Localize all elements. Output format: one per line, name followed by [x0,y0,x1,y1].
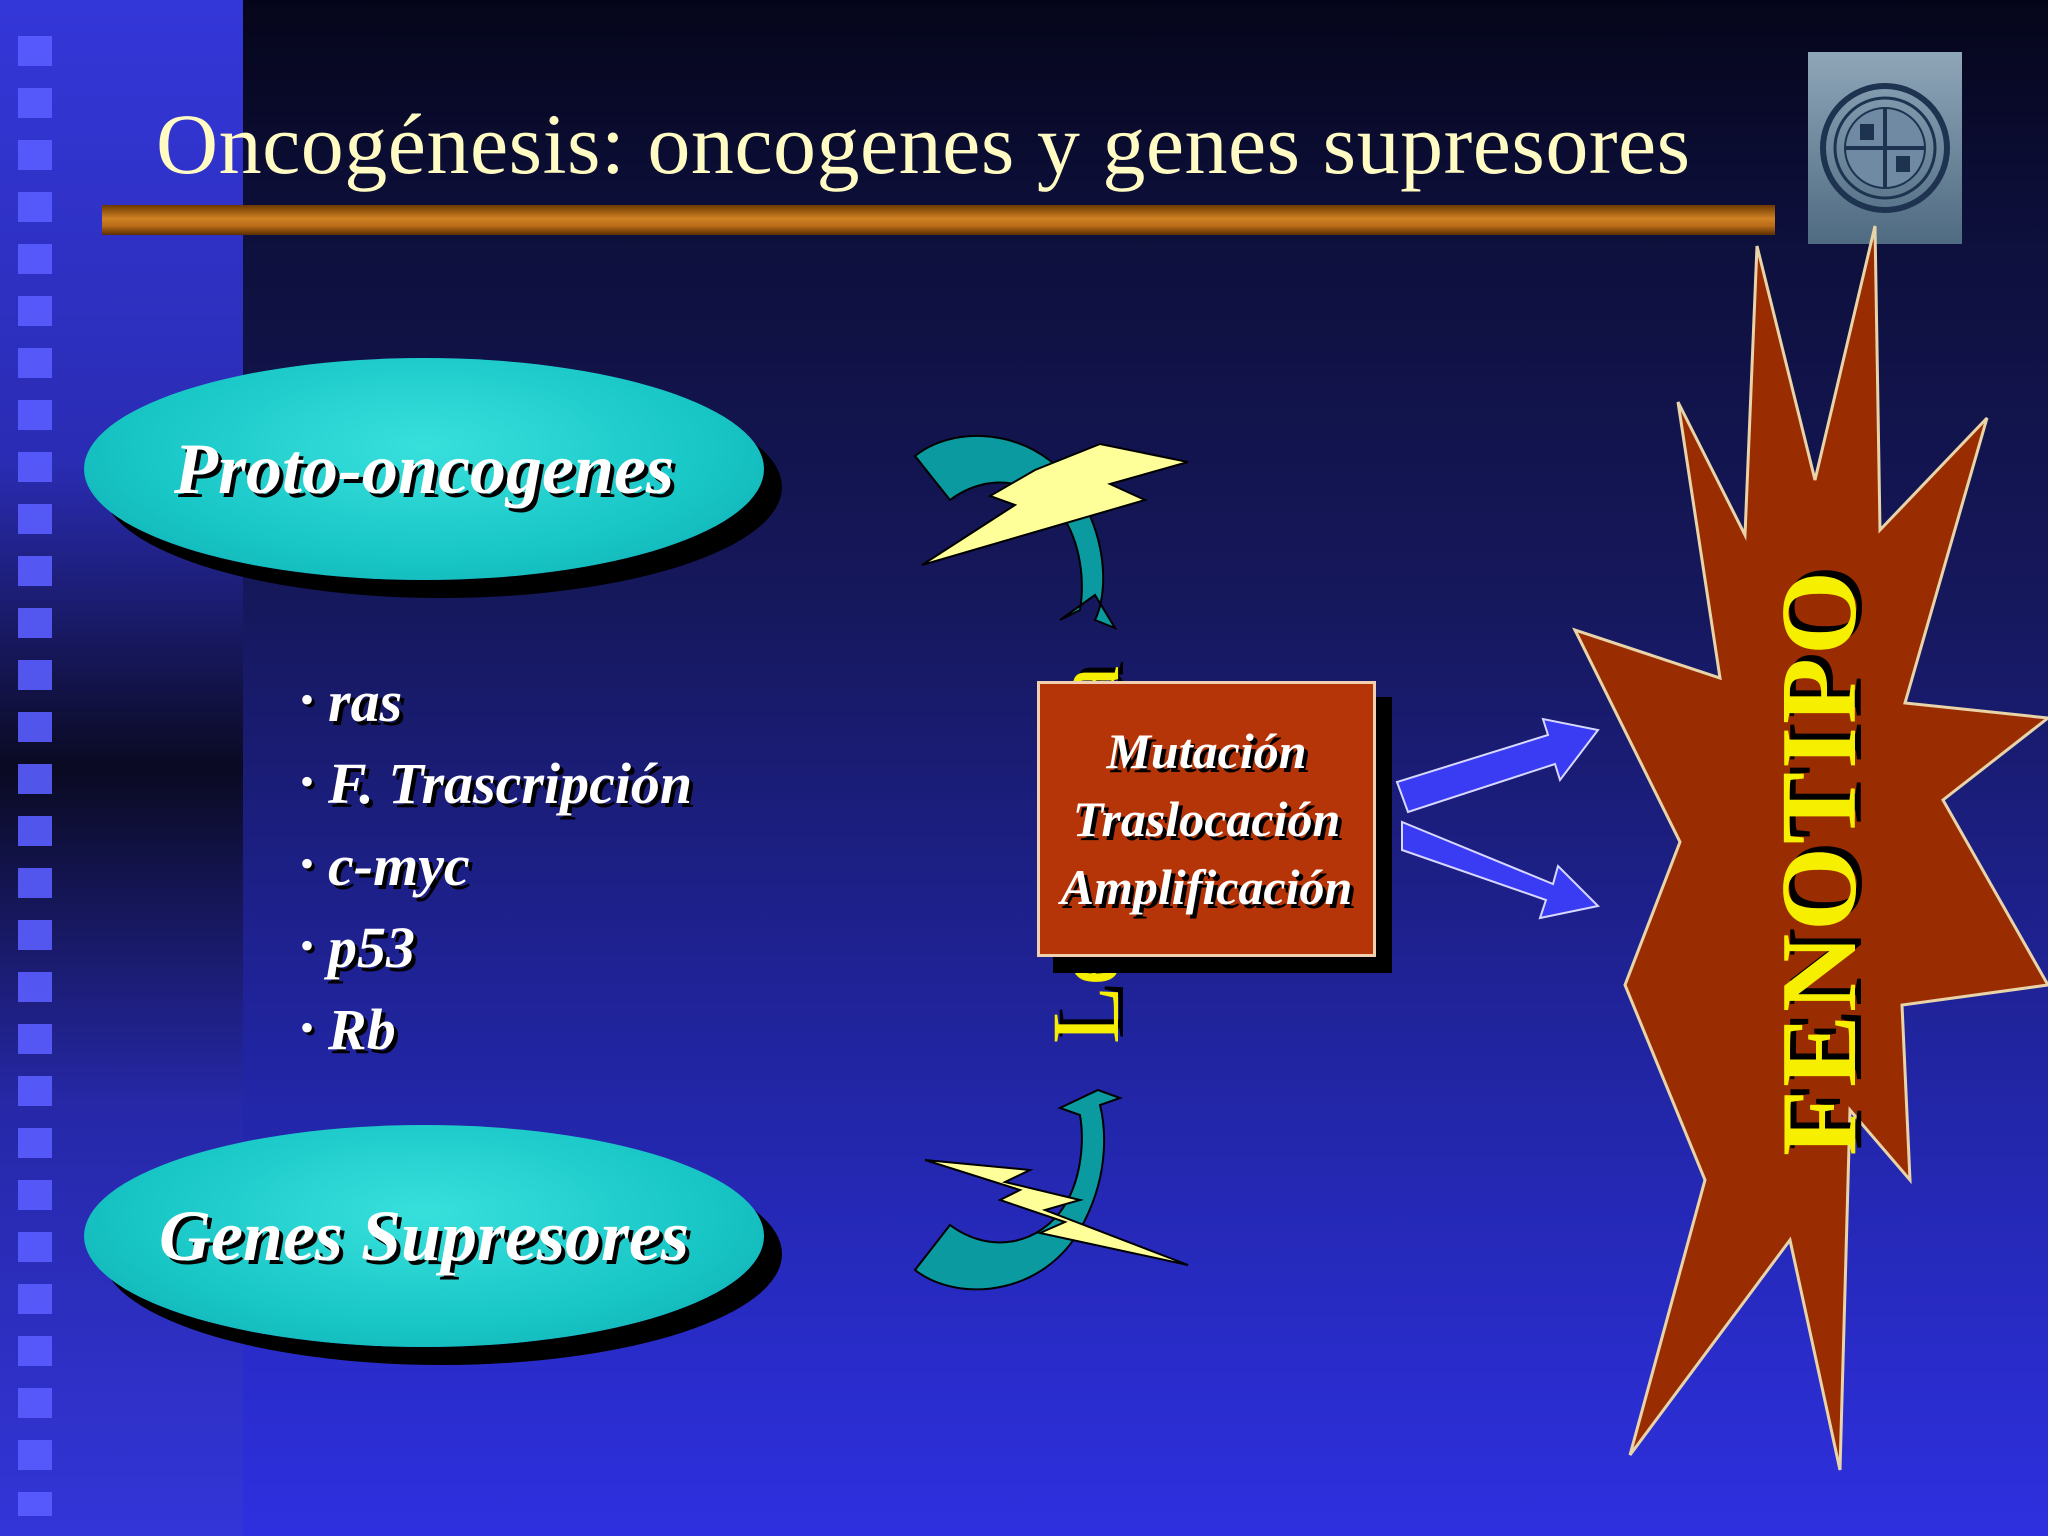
slide-title: Oncogénesis: oncogenes y genes supresore… [156,96,1691,192]
mechanism-box: Mutación Traslocación Amplificación [1037,681,1376,957]
list-item: Rb [300,996,820,1078]
proto-oncogenes-label: Proto-oncogenes [174,428,674,509]
proto-oncogenes-oval: Proto-oncogenes [84,358,764,580]
block-arrow-icon [1401,820,1601,920]
lightning-bolt-icon [921,442,1189,566]
title-underline [102,205,1775,235]
list-item: c-myc [300,832,820,914]
genes-supresores-oval: Genes Supresores [84,1125,764,1347]
gene-list: ras F. Trascripción c-myc p53 Rb [300,668,820,1078]
university-seal-icon [1808,52,1962,244]
lightning-bolt-icon [924,1159,1189,1266]
block-arrow-icon [1395,717,1600,814]
genes-supresores-label: Genes Supresores [158,1195,690,1276]
box-line: Mutación [1106,723,1307,779]
box-line: Amplificación [1060,859,1353,915]
list-item: p53 [300,914,820,996]
list-item: F. Trascripción [300,750,820,832]
list-item: ras [300,668,820,750]
left-square-pattern [18,36,52,1516]
box-line: Traslocación [1072,791,1341,847]
